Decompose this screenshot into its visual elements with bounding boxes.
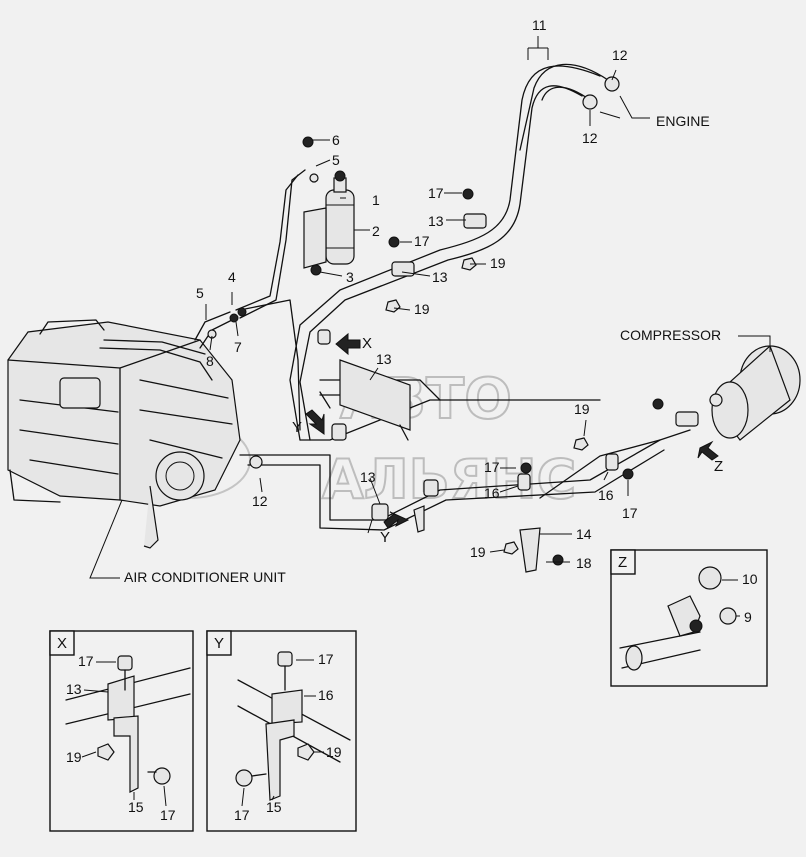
fasteners — [207, 76, 664, 566]
detail-y-callout-15: 15 — [266, 799, 282, 815]
detail-z-callout-9: 9 — [744, 609, 752, 625]
callout-17-mid: 17 — [414, 233, 430, 249]
view-x-arrow-icon — [335, 332, 361, 356]
view-z-arrow-icon — [697, 440, 719, 461]
callout-13-mid: 13 — [432, 269, 448, 285]
callout-19-mid: 19 — [414, 301, 430, 317]
detail-y-callout-16: 16 — [318, 687, 334, 703]
callout-17-top: 17 — [428, 185, 444, 201]
view-y-marker-upper: Y — [292, 419, 302, 436]
callout-11: 11 — [532, 17, 547, 33]
receiver-drier — [303, 170, 355, 276]
detail-x-title: X — [57, 635, 67, 652]
air-conditioner-unit-label: AIR CONDITIONER UNIT — [124, 569, 286, 585]
callout-numbers: 11 12 12 6 5 1 2 3 4 5 8 7 17 13 17 19 1… — [196, 17, 638, 571]
air-conditioner-unit — [7, 319, 241, 549]
view-x-marker: X — [362, 335, 372, 352]
callout-19-right: 19 — [574, 401, 590, 417]
callout-4: 4 — [228, 269, 236, 285]
detail-y-panel: Y 17 16 19 17 15 — [206, 630, 357, 832]
callout-3: 3 — [346, 269, 354, 285]
detail-x-panel: X 17 13 19 15 17 — [49, 630, 194, 832]
callout-14: 14 — [576, 526, 592, 542]
clamps — [317, 213, 619, 573]
callout-16-right: 16 — [598, 487, 614, 503]
callout-2: 2 — [372, 223, 380, 239]
leader-lines — [89, 36, 771, 579]
callout-19-bottom: 19 — [470, 544, 486, 560]
view-y-arrow-upper-icon — [305, 409, 325, 435]
engine-label: ENGINE — [656, 113, 710, 129]
watermark-line2: АЛЬЯНС — [322, 448, 576, 511]
callout-19-top: 19 — [490, 255, 506, 271]
view-y-marker-lower: Y — [380, 529, 390, 546]
callout-13-top: 13 — [428, 213, 444, 229]
view-y-arrow-lower-icon — [383, 511, 410, 529]
callout-5-upper: 5 — [332, 152, 340, 168]
detail-x-callout-15: 15 — [128, 799, 144, 815]
callout-16-left: 16 — [484, 485, 500, 501]
detail-x-callout-17-top: 17 — [78, 653, 94, 669]
callout-13-lower: 13 — [360, 469, 376, 485]
callout-12-engine-upper: 12 — [612, 47, 628, 63]
callout-17-right: 17 — [484, 459, 500, 475]
detail-y-title: Y — [214, 635, 224, 652]
compressor-label: COMPRESSOR — [620, 327, 721, 343]
view-arrows — [305, 332, 719, 529]
callout-7: 7 — [234, 339, 242, 355]
callout-17-far: 17 — [622, 505, 638, 521]
detail-x-callout-17-bottom: 17 — [160, 807, 176, 823]
detail-y-callout-19: 19 — [326, 744, 342, 760]
callout-13-bracket: 13 — [376, 351, 392, 367]
detail-y-callout-17-top: 17 — [318, 651, 334, 667]
view-z-marker: Z — [714, 458, 723, 475]
detail-x-callout-13: 13 — [66, 681, 82, 697]
detail-z-title: Z — [618, 554, 627, 571]
detail-z-callout-10: 10 — [742, 571, 758, 587]
callout-12-unit: 12 — [252, 493, 268, 509]
callout-5-lower: 5 — [196, 285, 204, 301]
detail-x-callout-19: 19 — [66, 749, 82, 765]
detail-z-panel: Z 10 9 — [610, 549, 768, 687]
callout-1: 1 — [372, 192, 380, 208]
callout-18: 18 — [576, 555, 592, 571]
callout-8: 8 — [206, 353, 214, 369]
detail-y-callout-17-bottom: 17 — [234, 807, 250, 823]
callout-12-engine-lower: 12 — [582, 130, 598, 146]
compressor — [675, 344, 801, 441]
callout-6: 6 — [332, 132, 340, 148]
refrigerant-lines — [194, 63, 691, 531]
